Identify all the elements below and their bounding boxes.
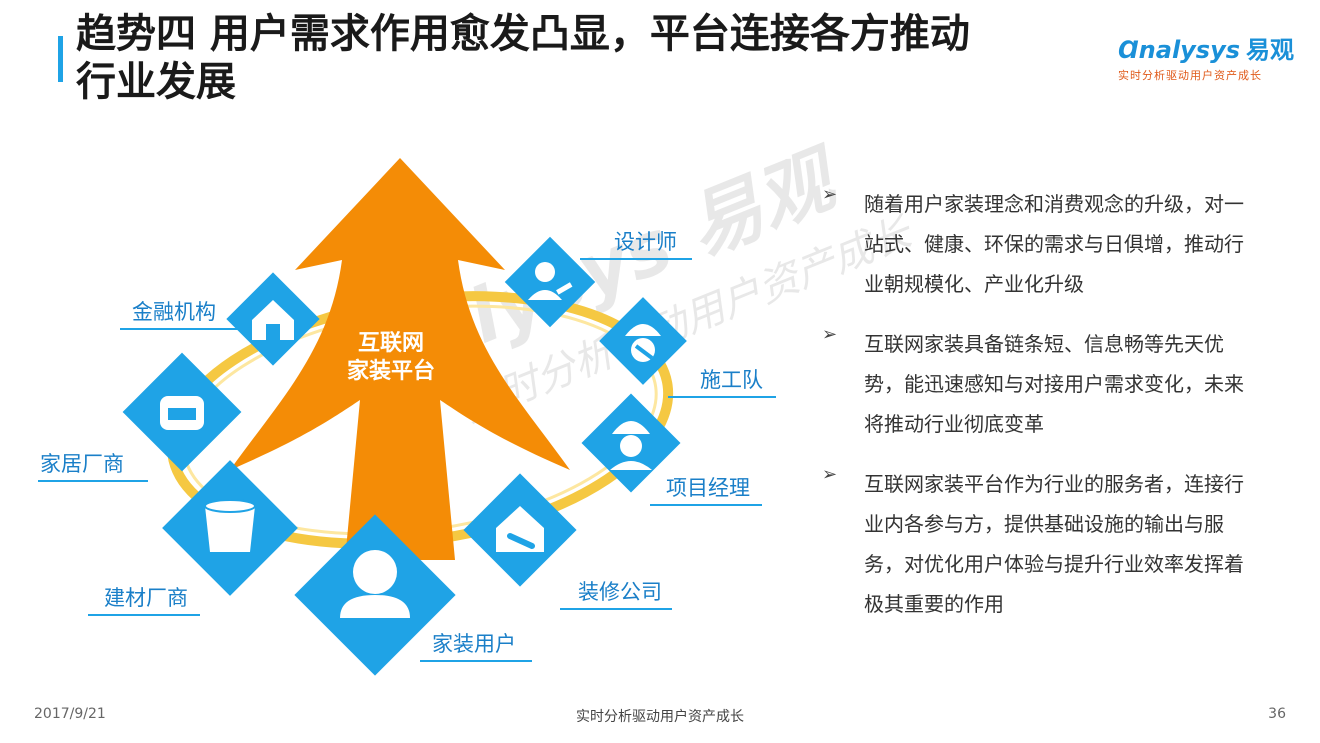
bullet-list: ➢ 随着用户家装理念和消费观念的升级，对一站式、健康、环保的需求与日俱增，推动行… <box>820 184 1260 644</box>
page-number: 36 <box>1268 706 1286 722</box>
page-title-line2: 行业发展 <box>76 59 236 105</box>
bullet-text: 互联网家装平台作为行业的服务者，连接行业内各参与方，提供基础设施的输出与服务，对… <box>864 472 1244 616</box>
page-title-line1: 趋势四 用户需求作用愈发凸显，平台连接各方推动 <box>76 11 970 57</box>
title-accent-bar <box>58 36 63 82</box>
bullet-arrow-icon: ➢ <box>822 324 838 345</box>
node-furniture-maker <box>122 352 242 472</box>
node-decoration-company <box>463 473 577 587</box>
logo-tagline: 实时分析驱动用户资产成长 <box>1118 69 1262 82</box>
underline-financial-institution <box>120 328 250 330</box>
label-furniture-maker: 家居厂商 <box>40 452 124 476</box>
underline-decoration-company <box>560 608 672 610</box>
label-home-user: 家装用户 <box>432 632 516 656</box>
logo-brand-cn: 易观 <box>1246 36 1295 64</box>
label-building-materials: 建材厂商 <box>104 586 188 610</box>
platform-label: 互联网 家装平台 <box>336 330 446 386</box>
label-designer: 设计师 <box>614 230 677 254</box>
label-construction-team: 施工队 <box>700 368 763 392</box>
platform-label-line1: 互联网 <box>357 331 424 356</box>
page-title: 趋势四 用户需求作用愈发凸显，平台连接各方推动 行业发展 <box>76 10 1076 106</box>
logo-o-mark: Ɑ <box>1118 36 1139 64</box>
bullet-item: ➢ 互联网家装具备链条短、信息畅等先天优势，能迅速感知与对接用户需求变化，未来将… <box>820 324 1260 444</box>
label-financial-institution: 金融机构 <box>132 300 216 324</box>
diagram-graphics <box>122 158 687 676</box>
underline-furniture-maker <box>38 480 148 482</box>
bullet-text: 互联网家装具备链条短、信息畅等先天优势，能迅速感知与对接用户需求变化，未来将推动… <box>864 332 1244 436</box>
underline-construction-team <box>668 396 776 398</box>
ecosystem-diagram: 互联网 家装平台 设计师 施工队 项目经理 装修公司 家装用户 建材厂商 家居厂… <box>0 140 780 680</box>
bullet-arrow-icon: ➢ <box>822 464 838 485</box>
node-construction-team <box>599 297 687 385</box>
logo-brand: nalysys <box>1138 36 1241 64</box>
node-project-manager <box>581 393 681 493</box>
underline-building-materials <box>88 614 200 616</box>
underline-home-user <box>420 660 532 662</box>
platform-arrow <box>230 158 570 560</box>
label-decoration-company: 装修公司 <box>578 580 662 604</box>
bullet-item: ➢ 随着用户家装理念和消费观念的升级，对一站式、健康、环保的需求与日俱增，推动行… <box>820 184 1260 304</box>
bullet-text: 随着用户家装理念和消费观念的升级，对一站式、健康、环保的需求与日俱增，推动行业朝… <box>864 192 1244 296</box>
underline-project-manager <box>650 504 762 506</box>
platform-label-line2: 家装平台 <box>346 359 435 384</box>
bullet-arrow-icon: ➢ <box>822 184 838 205</box>
underline-designer <box>580 258 692 260</box>
bullet-item: ➢ 互联网家装平台作为行业的服务者，连接行业内各参与方，提供基础设施的输出与服务… <box>820 464 1260 624</box>
label-project-manager: 项目经理 <box>666 476 750 500</box>
footer-tagline: 实时分析驱动用户资产成长 <box>576 709 744 725</box>
footer-date: 2017/9/21 <box>34 706 106 722</box>
